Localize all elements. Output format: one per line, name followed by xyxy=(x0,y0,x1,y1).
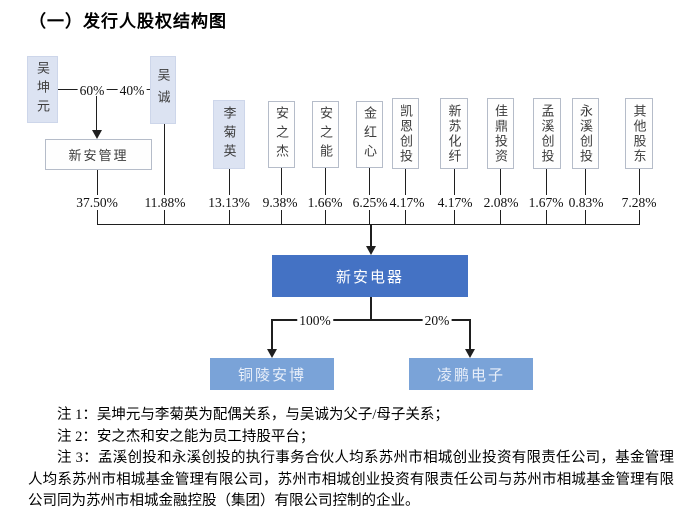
ownership-pct-label: 13.13% xyxy=(206,195,252,210)
subsidiary-left-line xyxy=(271,319,273,350)
ownership-pct-label: 4.17% xyxy=(387,195,427,210)
arrow-to-lingpeng-icon xyxy=(465,349,475,358)
footnotes: 注 1：吴坤元与李菊英为配偶关系，与吴诚为父子/母子关系； 注 2：安之杰和安之… xyxy=(28,405,674,513)
footnote-1: 注 1：吴坤元与李菊英为配偶关系，与吴诚为父子/母子关系； xyxy=(57,407,449,423)
ownership-pct-label: 1.67% xyxy=(526,195,566,210)
arrow-to-tongling-icon xyxy=(267,349,277,358)
shareholder-box-others: 其他股东 xyxy=(625,98,653,169)
footnote-2: 注 2：安之杰和安之能为员工持股平台； xyxy=(57,428,315,445)
subsidiary-box-lingpeng: 凌鹏电子 xyxy=(409,358,533,390)
shareholder-box-xinsu: 新苏化纤 xyxy=(440,98,468,169)
shareholder-box-lijuying: 李菊英 xyxy=(213,100,245,169)
section-title: （一）发行人股权结构图 xyxy=(29,12,227,31)
shareholder-box-mengxi: 孟溪创投 xyxy=(533,98,561,169)
founder-right-pct-label: 40% xyxy=(117,83,147,98)
shareholder-box-jinhongxin: 金红心 xyxy=(356,101,383,168)
subsidiary-pct-label: 20% xyxy=(422,313,452,328)
subsidiary-drop-line xyxy=(370,297,372,320)
shareholder-box-anzhineng: 安之能 xyxy=(312,101,339,168)
ownership-pct-label: 4.17% xyxy=(435,195,475,210)
ownership-pct-label: 7.28% xyxy=(619,195,659,210)
issuer-drop-line xyxy=(370,224,372,247)
shareholder-box-yongxi: 永溪创投 xyxy=(572,98,599,169)
ownership-pct-label: 6.25% xyxy=(350,195,390,210)
founders-drop-line xyxy=(96,96,97,130)
founder-box-wucheng: 吴诚 xyxy=(150,56,176,124)
subsidiary-right-line xyxy=(469,319,471,350)
ownership-pct-label: 11.88% xyxy=(142,195,188,210)
subsidiary-box-tongling-anbo: 铜陵安博 xyxy=(210,358,334,390)
shareholder-box-kaien: 凯恩创投 xyxy=(392,98,419,169)
footnote-3: 注 3：孟溪创投和永溪创投的执行事务合伙人均系苏州市相城创业投资有限责任公司，基… xyxy=(28,450,674,509)
ownership-pct-label: 0.83% xyxy=(566,195,606,210)
subsidiary-pct-label: 100% xyxy=(297,313,333,328)
holding-box-xinan-management: 新安管理 xyxy=(45,139,152,170)
ownership-bus-line xyxy=(97,224,640,225)
shareholder-box-anzhijie: 安之杰 xyxy=(268,101,295,168)
ownership-pct-label: 9.38% xyxy=(260,195,300,210)
shareholder-box-jiading: 佳鼎投资 xyxy=(487,98,514,169)
arrow-to-issuer-icon xyxy=(366,246,376,255)
founder-box-wukunyuan: 吴坤元 xyxy=(27,56,58,123)
ownership-line xyxy=(164,124,165,225)
arrow-to-holding-icon xyxy=(92,130,102,139)
issuer-box-xinan-electric: 新安电器 xyxy=(272,255,468,297)
ownership-pct-label: 2.08% xyxy=(481,195,521,210)
ownership-pct-label: 1.66% xyxy=(305,195,345,210)
ownership-pct-label: 37.50% xyxy=(74,195,120,210)
founder-left-pct-label: 60% xyxy=(77,83,107,98)
subsidiary-branch-line xyxy=(271,319,471,321)
